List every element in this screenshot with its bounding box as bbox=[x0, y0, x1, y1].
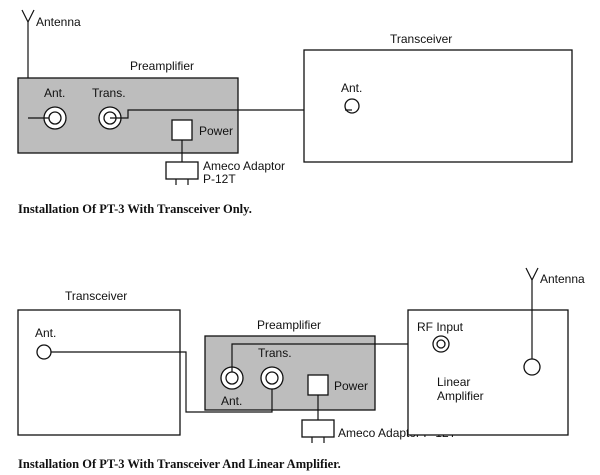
top-transceiver-ant-jack bbox=[344, 98, 360, 114]
bottom-preamp-trans-label: Trans. bbox=[258, 346, 292, 360]
bottom-diagram: Transceiver Ant. Preamplifier Trans. Ant… bbox=[17, 267, 585, 471]
bottom-power-socket bbox=[307, 374, 329, 396]
bottom-rf-input-jack bbox=[432, 335, 450, 353]
top-power-label: Power bbox=[199, 124, 233, 138]
bottom-antenna-icon bbox=[525, 267, 539, 360]
top-diagram: Antenna Preamplifier Ant. Trans. Power A… bbox=[17, 9, 573, 216]
bottom-transceiver-box bbox=[17, 309, 181, 436]
bottom-rf-input-label: RF Input bbox=[417, 320, 464, 334]
top-adaptor-label-2: P-12T bbox=[203, 172, 236, 186]
bottom-preamp-trans-jack bbox=[260, 366, 284, 390]
bottom-preamp-ant-jack bbox=[220, 366, 244, 390]
bottom-ant-to-rf-input-wire bbox=[231, 343, 436, 372]
bottom-power-label: Power bbox=[334, 379, 368, 393]
top-preamp-ant-jack bbox=[43, 106, 67, 130]
top-caption: Installation Of PT-3 With Transceiver On… bbox=[18, 202, 252, 216]
bottom-preamplifier-label: Preamplifier bbox=[257, 318, 321, 332]
top-preamp-ant-label: Ant. bbox=[44, 86, 65, 100]
bottom-transceiver-to-trans-wire bbox=[51, 351, 273, 413]
top-adaptor-label-1: Ameco Adaptor bbox=[203, 159, 285, 173]
top-preamplifier-label: Preamplifier bbox=[130, 59, 194, 73]
bottom-adaptor-plug bbox=[301, 419, 335, 443]
bottom-caption: Installation Of PT-3 With Transceiver An… bbox=[18, 457, 341, 471]
top-transceiver-ant-label: Ant. bbox=[341, 81, 362, 95]
top-adaptor-plug bbox=[165, 161, 199, 185]
bottom-amp-label-2: Amplifier bbox=[437, 389, 484, 403]
bottom-amp-label-1: Linear bbox=[437, 375, 470, 389]
top-preamp-trans-label: Trans. bbox=[92, 86, 126, 100]
top-antenna-label: Antenna bbox=[36, 15, 81, 29]
bottom-transceiver-ant-label: Ant. bbox=[35, 326, 56, 340]
top-power-socket bbox=[171, 119, 193, 141]
bottom-antenna-jack bbox=[523, 358, 541, 376]
bottom-antenna-label: Antenna bbox=[540, 272, 585, 286]
bottom-transceiver-label: Transceiver bbox=[65, 289, 127, 303]
bottom-preamp-ant-label: Ant. bbox=[221, 394, 242, 408]
top-transceiver-label: Transceiver bbox=[390, 32, 452, 46]
bottom-linear-amplifier-box bbox=[407, 309, 569, 436]
bottom-transceiver-ant-jack bbox=[36, 344, 52, 360]
top-transceiver-box bbox=[303, 49, 573, 163]
